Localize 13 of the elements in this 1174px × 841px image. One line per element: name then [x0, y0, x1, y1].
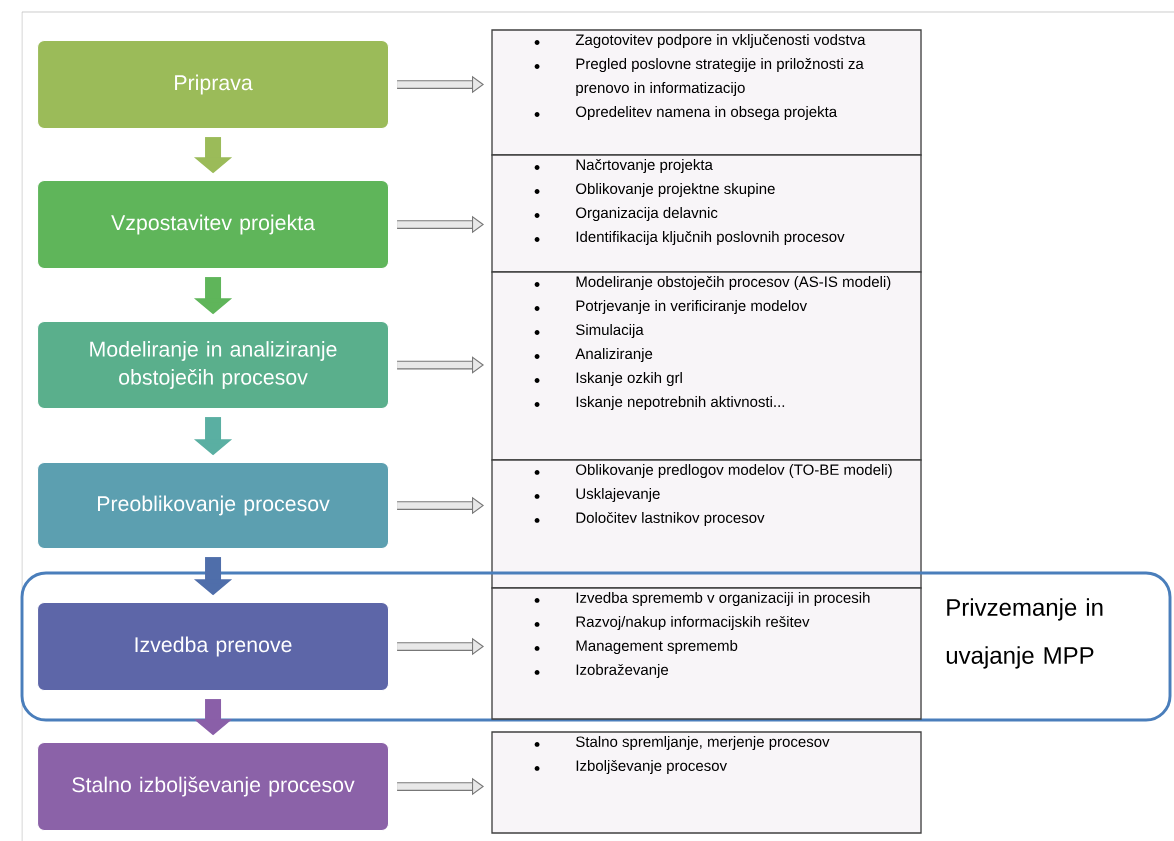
- arrow: [397, 356, 484, 374]
- list-box: Izvedba sprememb v organizaciji in procesih Razvoj/nakup informacijskih rešitev Management sprememb Izobraževanje: [491, 587, 922, 720]
- list-box: Stalno spremljanje, merjenje procesov Izboljševanje procesov: [491, 731, 922, 834]
- list-box: Zagotovitev podpore in vključenosti vodstva Pregled poslovne strategije in priložnosti za prenovo in informatizacijo Opredelitev namena in obsega projekta: [491, 29, 922, 156]
- phase-box: Vzpostavitev projekta: [37, 180, 390, 270]
- phase-box: Modeliranje in analiziranje obstoječih procesov: [37, 321, 390, 410]
- phase-box: Preoblikovanje procesov: [37, 462, 390, 550]
- list-box: Načrtovanje projekta Oblikovanje projektne skupine Organizacija delavnic Identifikacija ključnih poslovnih procesov: [491, 154, 922, 273]
- list-box: Oblikovanje predlogov modelov (TO-BE modeli) Usklajevanje Določitev lastnikov procesov: [491, 459, 922, 589]
- phase-box: Izvedba prenove: [37, 602, 390, 692]
- phase-box: Priprava: [37, 40, 390, 130]
- list-box: Modeliranje obstoječih procesov (AS-IS modeli) Potrjevanje in verificiranje modelov Simulacija Analiziranje Iskanje ozkih grl Iskanje nepotrebnih aktivnosti...: [491, 271, 922, 461]
- phase-box: Stalno izboljševanje procesov: [37, 742, 390, 832]
